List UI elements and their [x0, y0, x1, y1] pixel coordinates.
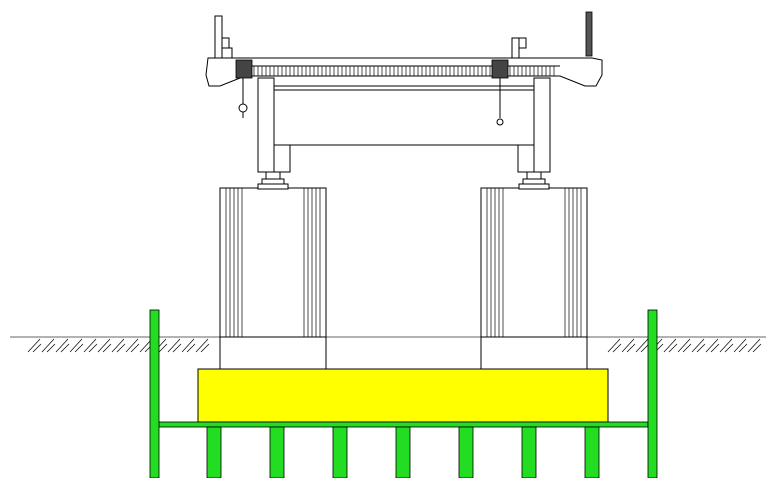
pile-2 [269, 426, 285, 478]
hanger-left [235, 59, 253, 118]
sheet-pile-left [149, 309, 160, 478]
pile-3 [332, 426, 348, 478]
pile-1 [206, 426, 222, 478]
barrier-right [511, 11, 593, 59]
ground-hatching-right [607, 338, 762, 353]
pile-6 [521, 426, 537, 478]
bearing-left [257, 171, 289, 190]
pier-right [480, 187, 588, 338]
sheet-pile-right [647, 309, 658, 478]
piles [206, 426, 600, 478]
column-right [517, 77, 551, 173]
pile-5 [458, 426, 474, 478]
column-left [257, 77, 291, 173]
hanger-right [491, 59, 509, 126]
pier-footing-right [480, 336, 588, 370]
pier-footing-left [219, 336, 327, 370]
pile-cap [197, 368, 609, 423]
pile-tie-beam [157, 421, 649, 428]
bearing-right [518, 171, 550, 190]
pile-7 [584, 426, 600, 478]
barrier-left [214, 15, 233, 59]
bent-cap [273, 85, 535, 146]
pier-left [219, 187, 327, 338]
pile-4 [395, 426, 411, 478]
ground-hatching-left [27, 338, 210, 353]
